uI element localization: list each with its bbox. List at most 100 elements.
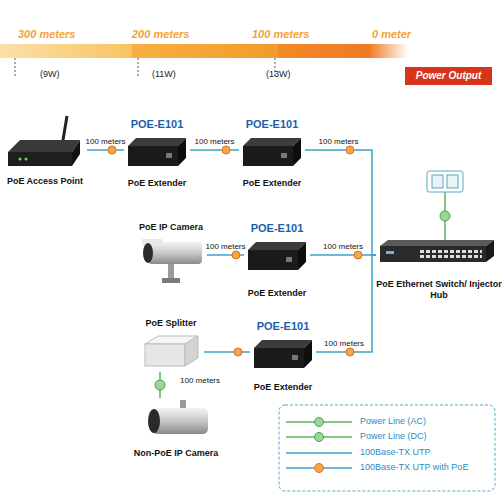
legend-text: Power Line (AC) — [360, 416, 426, 426]
distance-label: 300 meters — [18, 28, 76, 40]
extender-illustration — [243, 138, 301, 166]
poe-marker — [232, 251, 240, 259]
poe-marker — [354, 251, 362, 259]
device-top — [128, 138, 186, 146]
device-label: PoE Extender — [254, 382, 313, 392]
camera-lens — [143, 243, 153, 263]
legend-sample — [286, 467, 352, 469]
cable-connector — [204, 351, 250, 353]
led — [386, 251, 394, 254]
cable-length: 100 meters — [85, 137, 125, 146]
cable-length: 100 meters — [318, 137, 358, 146]
switch-illustration — [380, 240, 494, 262]
extender-node: POE-E101PoE Extender — [124, 118, 190, 188]
cable-length: 100 meters — [323, 242, 363, 251]
splitter-node: PoE Splitter — [138, 318, 204, 372]
device-side — [72, 140, 80, 166]
model-name: POE-E101 — [257, 320, 310, 333]
cable-connector — [207, 254, 244, 256]
camera-illustration — [148, 400, 208, 434]
poe-marker — [222, 146, 230, 154]
dc-marker — [155, 380, 165, 390]
device-top — [8, 140, 80, 152]
device-front — [128, 146, 178, 166]
legend-text: Power Line (DC) — [360, 431, 427, 441]
range-tick — [15, 58, 16, 76]
switch-node: PoE Ethernet Switch/ Injector Hub — [376, 238, 502, 300]
legend-text: 100Base-TX UTP with PoE — [360, 462, 468, 472]
cable-connector — [316, 255, 376, 352]
device-label: PoE Extender — [248, 288, 307, 298]
extender-illustration — [128, 138, 186, 166]
power-output-label: Power Output — [416, 70, 482, 82]
distance-label: 200 meters — [132, 28, 190, 40]
device-top — [145, 336, 198, 344]
cable-length: 100 meters — [194, 137, 234, 146]
range-bar — [0, 44, 132, 58]
port — [166, 153, 172, 158]
camera-lens — [148, 409, 160, 433]
distance-label: 0 meter — [372, 28, 411, 40]
extender-illustration — [254, 340, 312, 368]
outlet-illustration — [427, 171, 463, 240]
access-point-node: PoE Access Point — [3, 118, 87, 186]
legend-sample — [286, 421, 352, 423]
device-label: PoE Splitter — [145, 318, 196, 328]
device-label: PoE Ethernet Switch/ Injector Hub — [376, 279, 502, 300]
model-name: POE-E101 — [251, 222, 304, 235]
model-name: POE-E101 — [246, 118, 299, 131]
power-value: (9W) — [40, 69, 60, 79]
ac-power-line — [444, 192, 446, 240]
device-label: PoE IP Camera — [139, 222, 203, 232]
device-top — [254, 340, 312, 348]
device-front — [380, 246, 486, 262]
device-side — [293, 138, 301, 166]
device-front — [254, 348, 304, 368]
device-front — [243, 146, 293, 166]
camera-base — [162, 278, 180, 283]
distance-label: 100 meters — [252, 28, 310, 40]
cable-connector — [159, 372, 161, 398]
legend-text: 100Base-TX UTP — [360, 447, 431, 457]
camera-body — [152, 408, 208, 434]
legend-box — [279, 405, 495, 491]
led — [19, 158, 22, 161]
poe-marker — [346, 146, 354, 154]
model-name: POE-E101 — [131, 118, 184, 131]
device-top — [243, 138, 301, 146]
camera-mount — [168, 262, 174, 280]
range-tick — [138, 58, 139, 76]
access-point-illustration — [8, 116, 80, 166]
poe-marker — [346, 348, 354, 356]
led — [25, 158, 28, 161]
outlet-socket — [447, 175, 458, 188]
device-top — [380, 240, 494, 246]
device-side — [298, 242, 306, 270]
antenna — [62, 116, 67, 146]
power-value: (13W) — [266, 69, 291, 79]
range-bar — [278, 44, 408, 58]
device-front — [248, 250, 298, 270]
extender-node: POE-E101PoE Extender — [250, 320, 316, 392]
range-bar — [132, 44, 278, 58]
poe-marker — [234, 348, 242, 356]
splitter-illustration — [145, 336, 198, 366]
cable-connector — [190, 149, 239, 151]
port — [292, 355, 298, 360]
device-label: PoE Access Point — [7, 176, 83, 186]
outlet-socket — [432, 175, 443, 188]
device-side — [304, 340, 312, 368]
cable-connector — [310, 254, 376, 256]
power-output-box: Power Output — [405, 67, 492, 85]
device-side — [486, 240, 494, 262]
ports — [420, 248, 482, 259]
ip-camera-node: PoE IP Camera — [135, 222, 207, 284]
device-label: Non-PoE IP Camera — [134, 448, 218, 458]
cable-connector — [305, 150, 376, 255]
cable-length: 100 meters — [324, 339, 364, 348]
extender-node: POE-E101PoE Extender — [244, 222, 310, 298]
legend-marker — [315, 433, 324, 442]
